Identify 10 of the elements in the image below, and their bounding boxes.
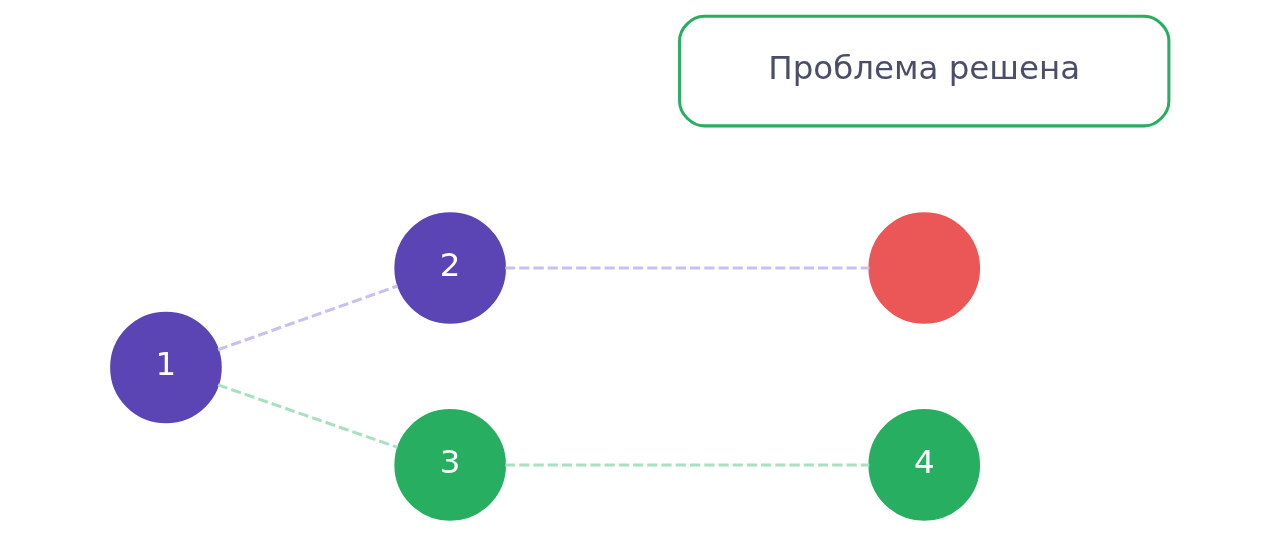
- node-circle: [868, 212, 981, 324]
- node-circle: 1: [110, 311, 222, 424]
- connector: [217, 284, 399, 352]
- connector: [505, 463, 870, 467]
- node-box: Проблема решена: [678, 14, 1171, 128]
- connector: [217, 383, 399, 449]
- node-circle: 2: [394, 212, 506, 324]
- node-circle: 3: [394, 409, 506, 521]
- node-circle: 4: [868, 409, 981, 521]
- connector: [505, 266, 870, 270]
